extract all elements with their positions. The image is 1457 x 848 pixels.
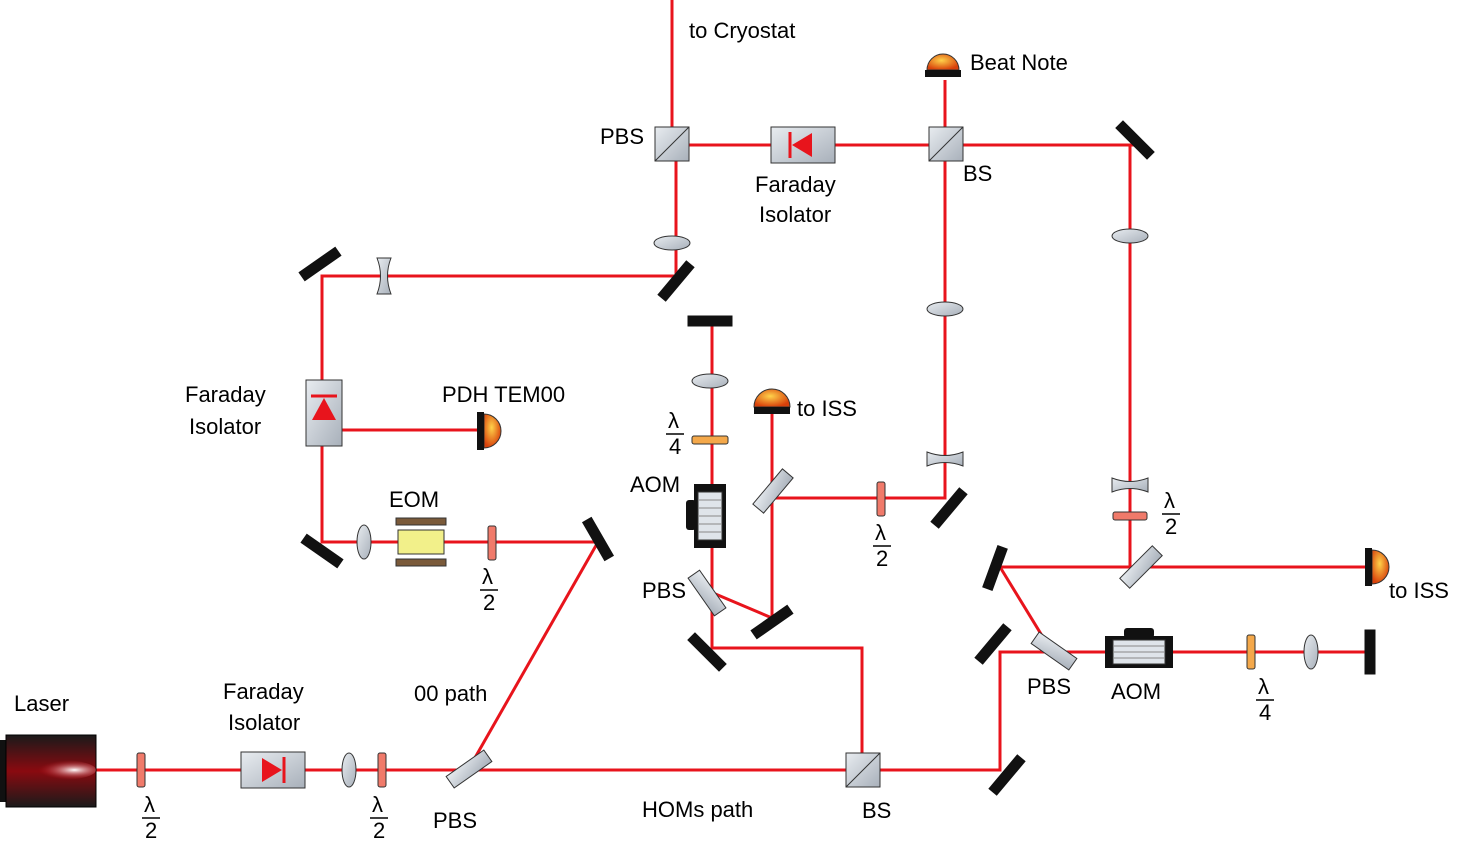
lambda-symbol: λ xyxy=(668,408,679,433)
wp-label-4: λ 2 xyxy=(873,520,891,571)
wp-label-5: λ 2 xyxy=(1162,488,1180,539)
aom-icon xyxy=(1105,628,1173,668)
lambda-symbol: λ xyxy=(144,792,155,817)
mirror-icon xyxy=(298,120,1376,796)
to-iss-mid-label: to ISS xyxy=(797,396,857,421)
faraday-left-label-2: Isolator xyxy=(189,414,261,439)
beam-pbs-mid xyxy=(705,414,774,621)
quarter-denominator: 4 xyxy=(669,434,681,459)
aom-left-label: AOM xyxy=(630,472,680,497)
photodetector-icon xyxy=(1365,548,1390,586)
half-denominator: 2 xyxy=(145,818,157,843)
beam-aom-left xyxy=(710,322,864,770)
photodetector-icon xyxy=(753,388,791,414)
pdh-label: PDH TEM00 xyxy=(442,382,565,407)
aom-right-label: AOM xyxy=(1111,679,1161,704)
bs-top-label: BS xyxy=(963,161,992,186)
homs-path-label: HOMs path xyxy=(642,797,753,822)
waveplate-icon xyxy=(136,435,1256,788)
faraday-top-label-2: Isolator xyxy=(759,202,831,227)
half-denominator: 2 xyxy=(483,590,495,615)
path-00-label: 00 path xyxy=(414,681,487,706)
beamsplitter-cube-icon xyxy=(654,126,964,788)
pbs-mid-label: PBS xyxy=(642,578,686,603)
pbs-top-label: PBS xyxy=(600,124,644,149)
beam-top xyxy=(672,143,1135,567)
wp-label-6: λ 4 xyxy=(666,408,684,459)
waveplate-labels: λ 2 λ 2 λ 2 λ 2 λ 2 λ 4 λ xyxy=(142,408,1274,843)
faraday-bottom-label-2: Isolator xyxy=(228,710,300,735)
eom-icon xyxy=(395,517,447,567)
bs-bottom-label: BS xyxy=(862,798,891,823)
quarter-denominator: 4 xyxy=(1259,700,1271,725)
half-denominator: 2 xyxy=(876,546,888,571)
to-iss-right-label: to ISS xyxy=(1389,578,1449,603)
to-cryostat-label: to Cryostat xyxy=(689,18,795,43)
wp-label-2: λ 2 xyxy=(370,792,388,843)
eom-label: EOM xyxy=(389,487,439,512)
lambda-symbol: λ xyxy=(482,564,493,589)
photodetector-icon xyxy=(477,412,502,450)
beam-paths xyxy=(96,0,1370,772)
beam-00 xyxy=(466,541,600,771)
wp-label-7: λ 4 xyxy=(1256,674,1274,725)
pbs-bottom-label: PBS xyxy=(433,808,477,833)
pbs-plate-icon xyxy=(445,468,1163,789)
lens-icon xyxy=(341,228,1319,788)
beam-bs-down xyxy=(772,145,947,500)
lambda-symbol: λ xyxy=(1258,674,1269,699)
faraday-isolator-icon xyxy=(240,751,306,789)
photodetector-icon xyxy=(925,53,961,77)
faraday-isolator-icon xyxy=(305,379,343,447)
lambda-symbol: λ xyxy=(875,520,886,545)
faraday-left-label-1: Faraday xyxy=(185,382,266,407)
wp-label-1: λ 2 xyxy=(142,792,160,843)
beam-homs xyxy=(468,650,1370,772)
faraday-top-label-1: Faraday xyxy=(755,172,836,197)
faraday-bottom-label-1: Faraday xyxy=(223,679,304,704)
lambda-symbol: λ xyxy=(372,792,383,817)
wp-label-3: λ 2 xyxy=(480,564,498,615)
beam-eom-line xyxy=(320,0,678,544)
lambda-symbol: λ xyxy=(1164,488,1175,513)
laser xyxy=(0,734,97,808)
pbs-right-label: PBS xyxy=(1027,674,1071,699)
faraday-isolator-icon xyxy=(770,126,836,164)
half-denominator: 2 xyxy=(1165,514,1177,539)
beat-note-label: Beat Note xyxy=(970,50,1068,75)
aom-icon xyxy=(686,484,726,548)
half-denominator: 2 xyxy=(373,818,385,843)
laser-label: Laser xyxy=(14,691,69,716)
